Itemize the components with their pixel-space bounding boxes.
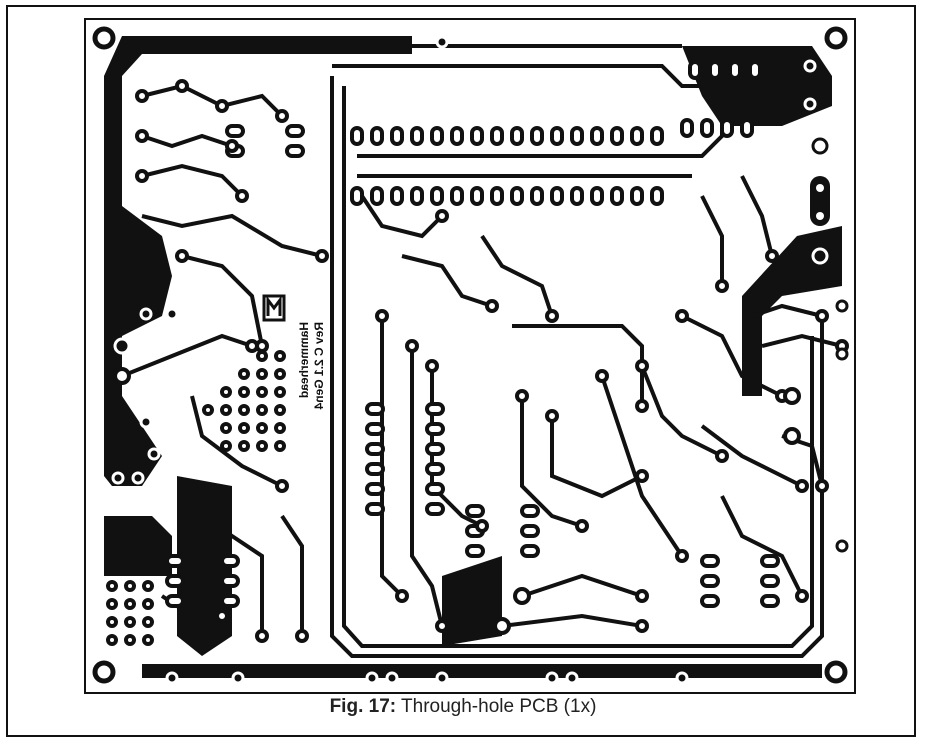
ground-pads — [111, 35, 829, 685]
silkscreen-text: Hammerhead Rev C 2.1 Gen4 — [297, 322, 326, 410]
edge-connector-right — [810, 176, 830, 226]
pcb-board: Hammerhead Rev C 2.1 Gen4 — [82, 16, 858, 696]
pad-grid-center — [202, 350, 286, 452]
round-pads — [113, 79, 849, 643]
ground-pour-left — [104, 36, 412, 486]
ground-pour-bottom-left — [104, 516, 172, 576]
silkscreen-revision: Rev C 2.1 Gen4 — [312, 322, 326, 410]
ground-pour-center-bottom — [442, 556, 502, 646]
pcb-artwork: Hammerhead Rev C 2.1 Gen4 — [84, 18, 856, 694]
figure-label: Fig. 17: — [329, 696, 397, 717]
ic-pads — [165, 60, 780, 608]
mounting-holes — [92, 26, 848, 684]
pad-grid-left — [106, 580, 154, 646]
ground-rail-bottom — [142, 664, 822, 678]
figure-caption-text: Through-hole PCB (1x) — [401, 696, 597, 717]
figure-frame: Hammerhead Rev C 2.1 Gen4 — [6, 5, 916, 737]
ground-pour-right — [742, 226, 842, 396]
figure-caption: Fig. 17: Through-hole PCB (1x) — [0, 696, 926, 718]
edge-pads-right — [811, 137, 849, 553]
traces — [121, 44, 843, 658]
elektor-logo-icon — [262, 294, 286, 322]
silkscreen-title: Hammerhead — [297, 322, 311, 398]
